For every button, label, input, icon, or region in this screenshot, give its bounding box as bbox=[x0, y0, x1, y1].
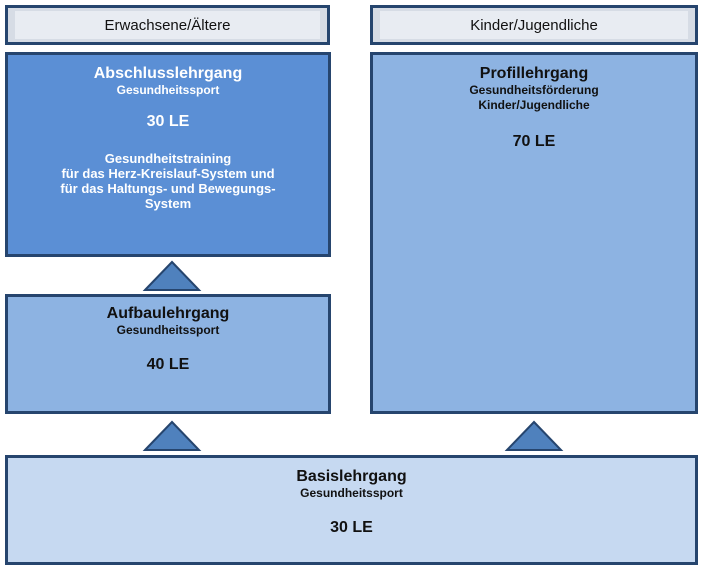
profil-box: Profillehrgang Gesundheitsförderung Kind… bbox=[370, 52, 698, 414]
abschluss-content: Abschlusslehrgang Gesundheitssport 30 LE… bbox=[8, 55, 328, 211]
basis-content: Basislehrgang Gesundheitssport 30 LE bbox=[8, 458, 695, 537]
profil-subtitle-line: Gesundheitsförderung bbox=[469, 83, 599, 97]
abschluss-desc-line: für das Haltungs- und Bewegungs- bbox=[60, 181, 276, 196]
profil-subtitle-line: Kinder/Jugendliche bbox=[478, 98, 590, 112]
abschluss-box: Abschlusslehrgang Gesundheitssport 30 LE… bbox=[5, 52, 331, 257]
basis-box: Basislehrgang Gesundheitssport 30 LE bbox=[5, 455, 698, 565]
aufbau-content: Aufbaulehrgang Gesundheitssport 40 LE bbox=[8, 297, 328, 374]
header-children-label: Kinder/Jugendliche bbox=[380, 11, 688, 39]
basis-subtitle: Gesundheitssport bbox=[300, 486, 403, 500]
header-adults: Erwachsene/Ältere bbox=[5, 5, 330, 45]
abschluss-desc-line: für das Herz-Kreislauf-System und bbox=[61, 166, 275, 181]
abschluss-subtitle: Gesundheitssport bbox=[116, 83, 220, 97]
aufbau-le: 40 LE bbox=[146, 356, 190, 373]
arrow-up-icon-shape bbox=[142, 260, 202, 291]
abschluss-description: Gesundheitstraining für das Herz-Kreisla… bbox=[8, 151, 328, 211]
header-children: Kinder/Jugendliche bbox=[370, 5, 698, 45]
profil-title: Profillehrgang bbox=[479, 65, 589, 82]
abschluss-desc-line: System bbox=[144, 196, 192, 211]
profil-le: 70 LE bbox=[512, 133, 556, 150]
arrow-up-icon-shape bbox=[142, 420, 202, 451]
abschluss-le: 30 LE bbox=[146, 113, 190, 130]
header-adults-label: Erwachsene/Ältere bbox=[15, 11, 320, 39]
aufbau-box: Aufbaulehrgang Gesundheitssport 40 LE bbox=[5, 294, 331, 414]
abschluss-desc-line: Gesundheitstraining bbox=[104, 151, 232, 166]
aufbau-subtitle: Gesundheitssport bbox=[116, 323, 220, 337]
aufbau-title: Aufbaulehrgang bbox=[106, 305, 230, 322]
arrow-up-icon bbox=[504, 420, 564, 451]
basis-title: Basislehrgang bbox=[296, 468, 407, 485]
arrow-up-icon-shape bbox=[504, 420, 564, 451]
arrow-up-icon bbox=[142, 260, 202, 291]
abschluss-title: Abschlusslehrgang bbox=[93, 65, 243, 82]
arrow-up-icon bbox=[142, 420, 202, 451]
basis-le: 30 LE bbox=[330, 519, 373, 536]
profil-content: Profillehrgang Gesundheitsförderung Kind… bbox=[373, 55, 695, 151]
